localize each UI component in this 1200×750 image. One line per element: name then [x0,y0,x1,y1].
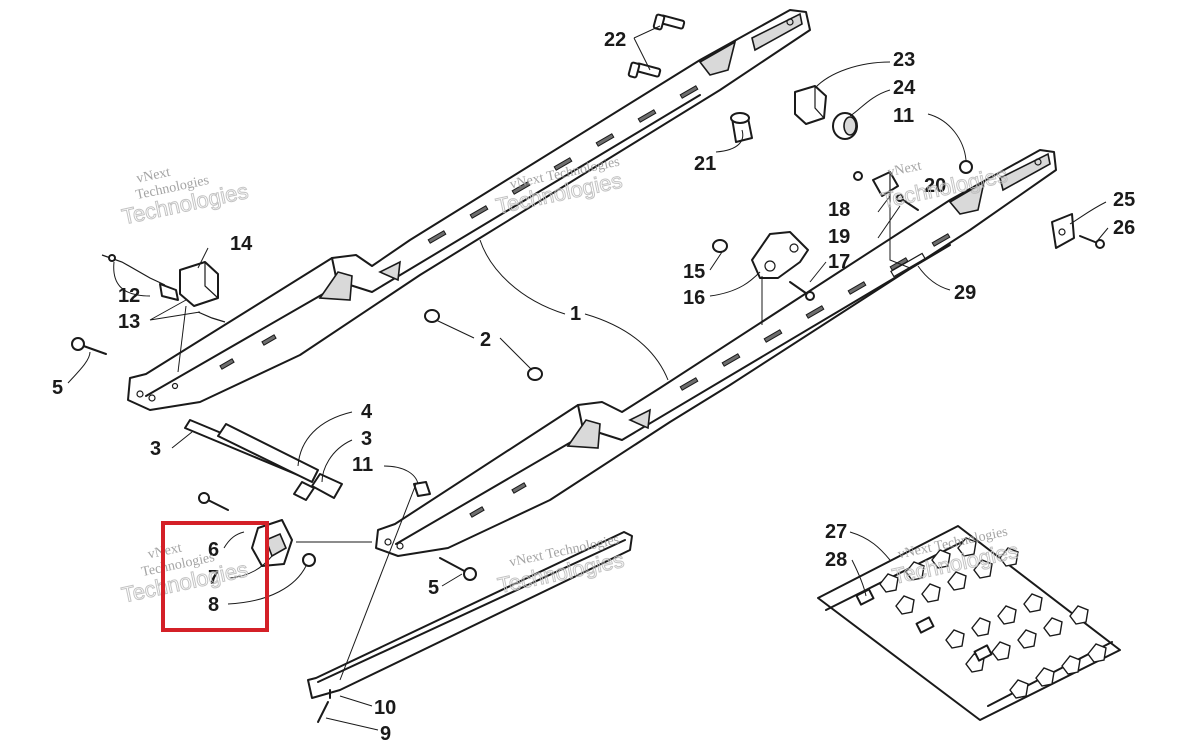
screw-19 [896,194,919,211]
callout-13: 13 [118,311,140,333]
callout-9: 9 [380,723,391,745]
callout-28: 28 [825,549,847,571]
callout-12: 12 [118,285,140,307]
track-clips-28 [855,588,993,662]
callout-23: 23 [893,49,915,71]
watermark-text: vNext [886,159,923,181]
callout-3-left: 3 [150,438,161,460]
callout-26: 26 [1113,217,1135,239]
callout-15: 15 [683,261,705,283]
end-cap-25 [1051,213,1075,249]
nut-11-upper [959,160,973,174]
callout-11-upper: 11 [893,105,914,127]
callout-27: 27 [825,521,847,543]
right-slide-rail [375,149,1057,557]
callout-19: 19 [828,226,850,248]
callout-14: 14 [230,233,253,255]
callout-25: 25 [1113,189,1135,211]
nut-11-lower [413,481,431,497]
left-slide-rail [127,9,811,411]
callout-2: 2 [480,329,491,351]
bolt-26 [1079,235,1105,249]
bolt-5-lower [439,557,477,581]
bushing-24 [832,112,858,140]
track-section-27 [817,525,1121,721]
callout-5-upper: 5 [52,377,63,399]
wheel-block-7 [251,519,293,567]
bumper-23 [794,85,827,125]
callout-8: 8 [208,594,219,616]
callout-20: 20 [924,175,946,197]
bracket-20 [872,171,899,197]
callout-7: 7 [208,567,219,589]
washer-2-lower [527,367,543,381]
screw-6 [198,492,229,511]
callout-18: 18 [828,199,850,221]
wear-strip-10 [307,531,633,699]
bolt-17 [789,281,815,301]
callout-numbers: 22 23 24 11 21 20 18 19 25 26 14 12 13 1… [52,29,1135,745]
leader-lines [67,25,1109,731]
cable-12 [101,254,166,286]
clip-13 [197,311,226,323]
bolt-5-upper [71,337,107,355]
callout-11-lower: 11 [352,454,373,476]
bolt-22-lower [627,61,662,79]
bolt-22-upper [652,13,686,31]
callout-5-lower: 5 [428,577,439,599]
sensor-14 [159,261,219,307]
callout-10: 10 [374,697,396,719]
spacer-21 [730,112,753,143]
callout-17: 17 [828,251,850,273]
axle-4-sleeve [217,423,319,483]
callout-21: 21 [694,153,716,175]
callout-4: 4 [361,401,373,423]
bracket-16 [751,231,809,279]
highlight-box [161,521,269,632]
callout-29: 29 [954,282,976,304]
callout-3-right: 3 [361,428,372,450]
callout-1: 1 [570,303,581,325]
washer-2-upper [424,309,440,323]
callout-6: 6 [208,539,219,561]
axle-3-right [293,473,343,501]
screw-9 [317,701,329,723]
callout-16: 16 [683,287,705,309]
nut-15 [712,239,728,253]
fastener-18 [853,171,863,181]
callout-24: 24 [893,77,916,99]
watermark-text: vNext [135,165,172,187]
callout-22: 22 [604,29,626,51]
nut-8 [302,553,316,567]
